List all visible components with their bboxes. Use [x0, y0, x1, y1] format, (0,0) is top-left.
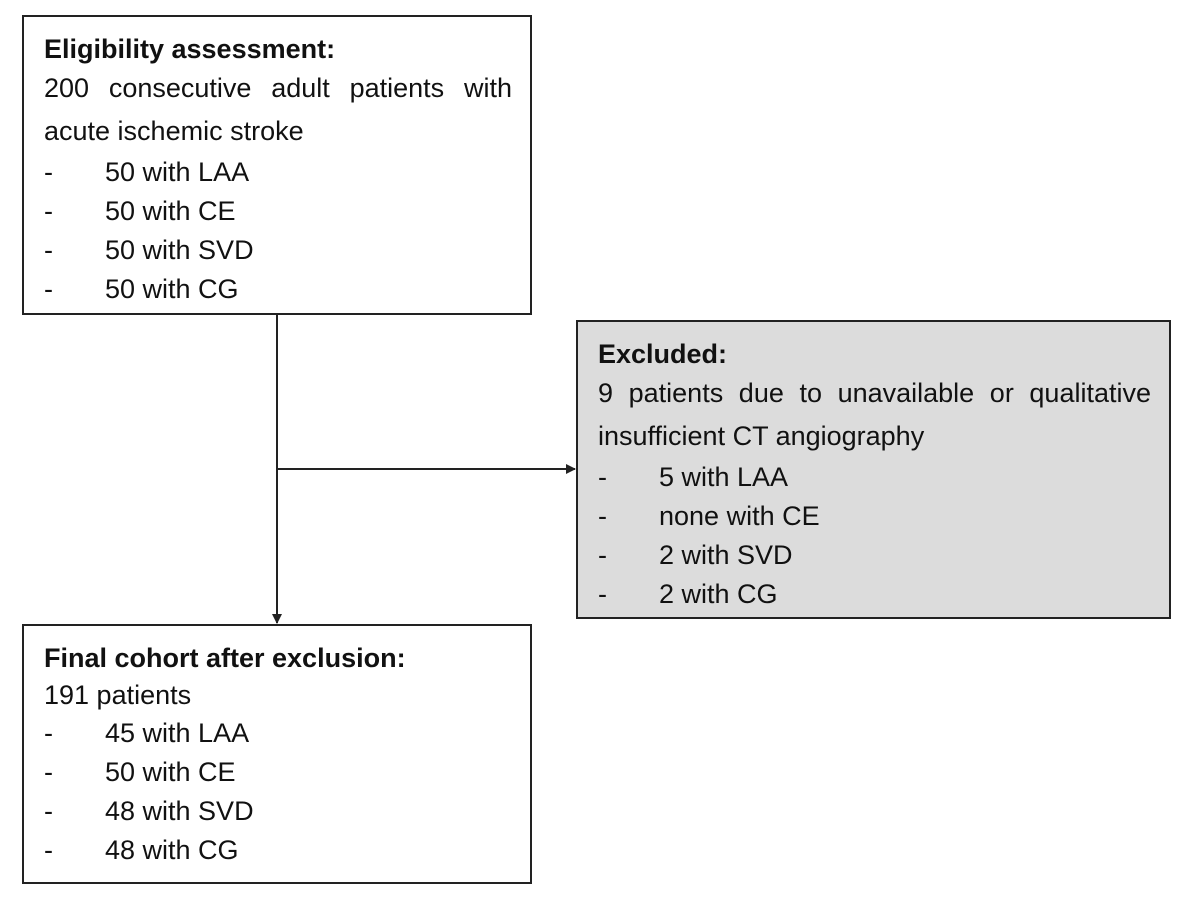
dash: - [44, 157, 53, 187]
item-text: 48 with CG [105, 835, 239, 865]
dash: - [44, 718, 53, 748]
dash: - [598, 501, 607, 531]
dash: - [598, 462, 607, 492]
dash: - [44, 235, 53, 265]
excluded-title: Excluded: [598, 339, 728, 369]
eligibility-text: 200 consecutive adult patients with acut… [44, 73, 512, 146]
item-text: 5 with LAA [659, 462, 789, 492]
dash: - [44, 835, 53, 865]
item-text: 50 with SVD [105, 235, 254, 265]
final-title: Final cohort after exclusion: [44, 643, 406, 673]
item-text: none with CE [659, 501, 820, 531]
excluded-box: Excluded: 9 patients due to unavailable … [576, 320, 1171, 619]
list-item: - 50 with LAA [44, 153, 512, 192]
list-item: - 50 with CE [44, 753, 512, 792]
list-item: - 50 with SVD [44, 231, 512, 270]
item-text: 50 with CE [105, 757, 236, 787]
dash: - [44, 757, 53, 787]
final-cohort-box: Final cohort after exclusion: 191 patien… [22, 624, 532, 884]
item-text: 50 with CG [105, 274, 239, 304]
item-text: 50 with LAA [105, 157, 250, 187]
item-text: 45 with LAA [105, 718, 250, 748]
final-text: 191 patients [44, 680, 192, 710]
eligibility-title: Eligibility assessment: [44, 34, 336, 64]
list-item: - none with CE [598, 497, 1151, 536]
dash: - [44, 274, 53, 304]
list-item: - 5 with LAA [598, 458, 1151, 497]
item-text: 48 with SVD [105, 796, 254, 826]
list-item: - 2 with CG [598, 575, 1151, 614]
item-text: 2 with CG [659, 579, 778, 609]
list-item: - 50 with CG [44, 270, 512, 309]
list-item: - 48 with CG [44, 831, 512, 870]
item-text: 2 with SVD [659, 540, 793, 570]
dash: - [598, 579, 607, 609]
dash: - [44, 196, 53, 226]
list-item: - 50 with CE [44, 192, 512, 231]
list-item: - 2 with SVD [598, 536, 1151, 575]
eligibility-box: Eligibility assessment: 200 consecutive … [22, 15, 532, 315]
dash: - [44, 796, 53, 826]
item-text: 50 with CE [105, 196, 236, 226]
dash: - [598, 540, 607, 570]
list-item: - 45 with LAA [44, 714, 512, 753]
list-item: - 48 with SVD [44, 792, 512, 831]
excluded-text: 9 patients due to unavailable or qualita… [598, 378, 1151, 451]
